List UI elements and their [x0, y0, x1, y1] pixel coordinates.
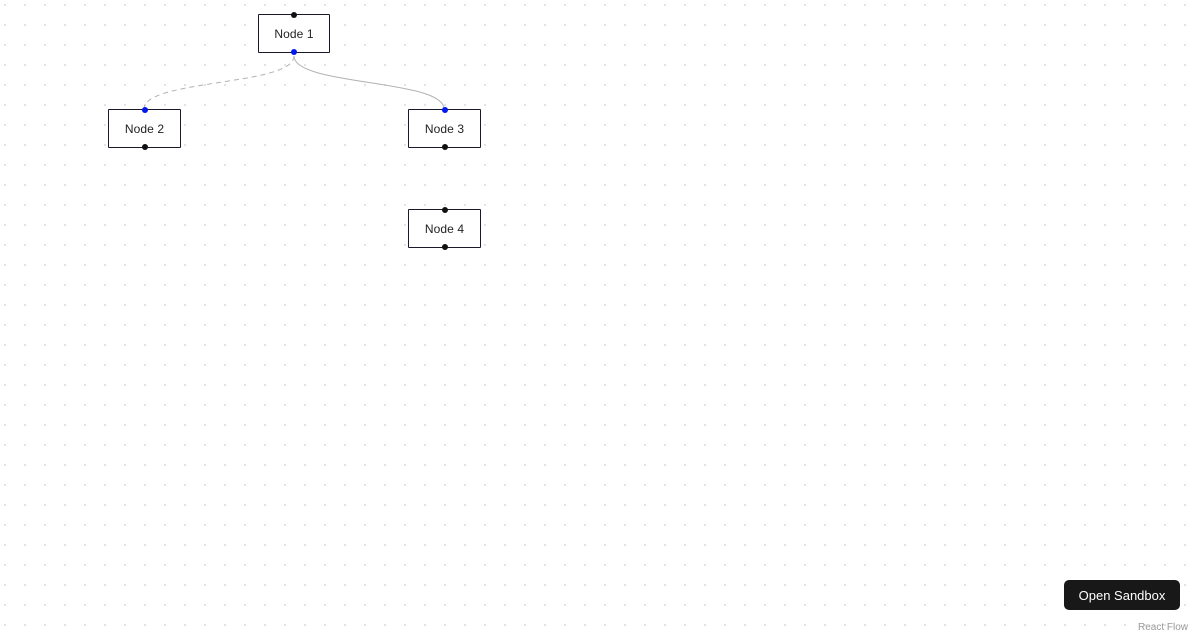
node-3-label: Node 3 [424, 121, 465, 136]
node-2-target-handle[interactable] [141, 107, 148, 113]
node-1-target-handle[interactable] [291, 12, 297, 18]
node-3-source-handle[interactable] [441, 144, 448, 150]
node-3-target-handle[interactable] [441, 107, 448, 113]
node-1[interactable]: Node 1 [258, 12, 330, 55]
node-4-label: Node 4 [424, 221, 465, 236]
node-2[interactable]: Node 2 [108, 107, 181, 150]
node-1-label: Node 1 [274, 26, 314, 41]
node-2-label: Node 2 [124, 121, 165, 136]
node-4-source-handle[interactable] [441, 244, 448, 250]
edge-node1-node3[interactable] [293, 55, 445, 110]
node-4-target-handle[interactable] [441, 207, 448, 213]
node-2-source-handle[interactable] [141, 144, 148, 150]
open-sandbox-button[interactable]: Open Sandbox [1064, 580, 1180, 610]
react-flow-attribution[interactable]: React Flow [1138, 622, 1189, 630]
node-3[interactable]: Node 3 [408, 107, 481, 150]
node-1-source-handle[interactable] [291, 49, 297, 55]
edge-node1-node2[interactable] [143, 55, 295, 110]
node-4[interactable]: Node 4 [408, 207, 481, 250]
